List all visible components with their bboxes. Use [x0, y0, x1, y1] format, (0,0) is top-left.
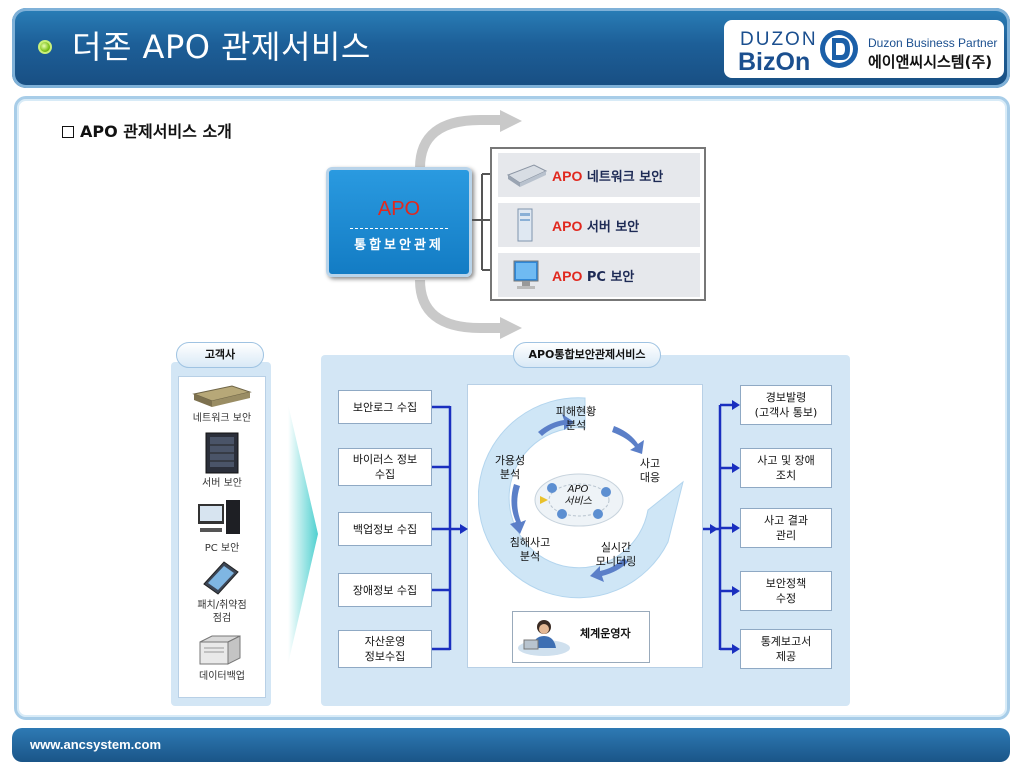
customer-item-label: PC 보안 [204, 543, 240, 554]
section-heading: APO 관제서비스 소개 [62, 118, 232, 142]
operator-person-icon [518, 620, 570, 656]
security-item-label: 서버 보안 [582, 220, 640, 235]
partner-logo-panel [724, 20, 1004, 78]
apo-box-divider [350, 228, 448, 229]
security-item-label: PC 보안 [582, 270, 635, 285]
input-box-label: 백업정보 수집 [352, 522, 418, 536]
output-box: 사고 및 장애 조치 [740, 448, 832, 488]
page-title: 더존 APO 관제서비스 [72, 28, 371, 66]
title-bullet-icon [38, 40, 52, 54]
input-box: 보안로그 수집 [338, 390, 432, 424]
security-item-label: 네트워크 보안 [582, 170, 664, 185]
security-apo-label: APO [552, 218, 583, 234]
footer-bar [12, 728, 1010, 762]
cycle-gray-arrows-icon [415, 110, 522, 339]
output-box-label: 보안정책 수정 [765, 577, 807, 605]
output-box-label: 사고 결과 관리 [764, 514, 808, 542]
backup-storage-icon [199, 635, 241, 665]
customer-item-label: 네트워크 보안 [192, 413, 252, 424]
cycle-stage-label: 침해사고 분석 [509, 536, 551, 563]
pc-monitor-icon [513, 260, 539, 289]
logo-bizon-text: BizOn [738, 48, 811, 76]
teal-flow-arrow-icon [288, 404, 318, 664]
security-apo-label: APO [552, 168, 583, 184]
network-appliance-icon [506, 164, 548, 187]
flow-lines [432, 400, 740, 654]
operator-card [512, 611, 650, 663]
output-box: 사고 결과 관리 [740, 508, 832, 548]
apo-box-title: APO [377, 198, 421, 220]
apo-integrated-box [326, 167, 472, 277]
input-box: 백업정보 수집 [338, 512, 432, 546]
section-heading-text: APO 관제서비스 소개 [80, 122, 232, 141]
checkbox-bullet-icon [62, 126, 74, 138]
input-box-label: 자산운영 정보수집 [364, 635, 406, 663]
network-appliance-icon [192, 385, 252, 407]
input-box: 장애정보 수집 [338, 573, 432, 607]
input-box-label: 바이러스 정보 수집 [352, 453, 418, 481]
logo-duzon-text: DUZON [740, 29, 818, 50]
service-tab: APO통합보안관제서비스 [513, 342, 661, 368]
security-item-network: APO 네트워크 보안 [498, 153, 700, 197]
input-box: 자산운영 정보수집 [338, 630, 432, 668]
output-box-label: 사고 및 장애 조치 [757, 454, 815, 482]
customer-tab: 고객사 [176, 342, 264, 368]
output-box-label: 경보발령 (고객사 통보) [754, 391, 818, 419]
input-box-label: 장애정보 수집 [352, 583, 418, 597]
output-box: 통계보고서 제공 [740, 629, 832, 669]
cycle-stage-label: 실시간 모니터링 [595, 541, 637, 568]
customer-item-label: 서버 보안 [202, 478, 242, 489]
security-item-pc: APO PC 보안 [498, 253, 700, 297]
output-box: 경보발령 (고객사 통보) [740, 385, 832, 425]
partner-company-name: 에이앤씨시스템(주) [868, 53, 993, 71]
server-tower-icon [517, 208, 533, 242]
apo-security-list: APO 네트워크 보안 APO 서버 보안 APO PC 보안 [490, 147, 706, 301]
apo-box-subtitle: 통합보안관제 [354, 238, 444, 253]
customer-item-label: 데이터백업 [199, 671, 245, 682]
cycle-center-label: APO 서비스 [564, 484, 592, 507]
output-box: 보안정책 수정 [740, 571, 832, 611]
customer-item-label: 패치/취약점 점검 [197, 600, 247, 624]
input-box-label: 보안로그 수집 [352, 400, 418, 414]
server-rack-icon [205, 432, 239, 474]
partner-title: Duzon Business Partner [868, 36, 998, 50]
service-cycle-ring-icon [478, 397, 684, 599]
input-box: 바이러스 정보 수집 [338, 448, 432, 486]
cycle-stage-label: 사고 대응 [639, 457, 661, 484]
desktop-pc-icon [198, 500, 240, 534]
security-apo-label: APO [552, 268, 583, 284]
cycle-stage-label: 가용성 분석 [494, 454, 526, 481]
security-item-server: APO 서버 보안 [498, 203, 700, 247]
patch-tablet-icon [203, 561, 239, 595]
output-box-label: 통계보고서 제공 [760, 635, 812, 663]
footer-url[interactable]: www.ancsystem.com [30, 737, 162, 752]
cycle-stage-label: 피해현황 분석 [555, 405, 597, 432]
operator-label: 체계운영자 [580, 627, 631, 640]
duzon-logo-icon [820, 30, 858, 68]
